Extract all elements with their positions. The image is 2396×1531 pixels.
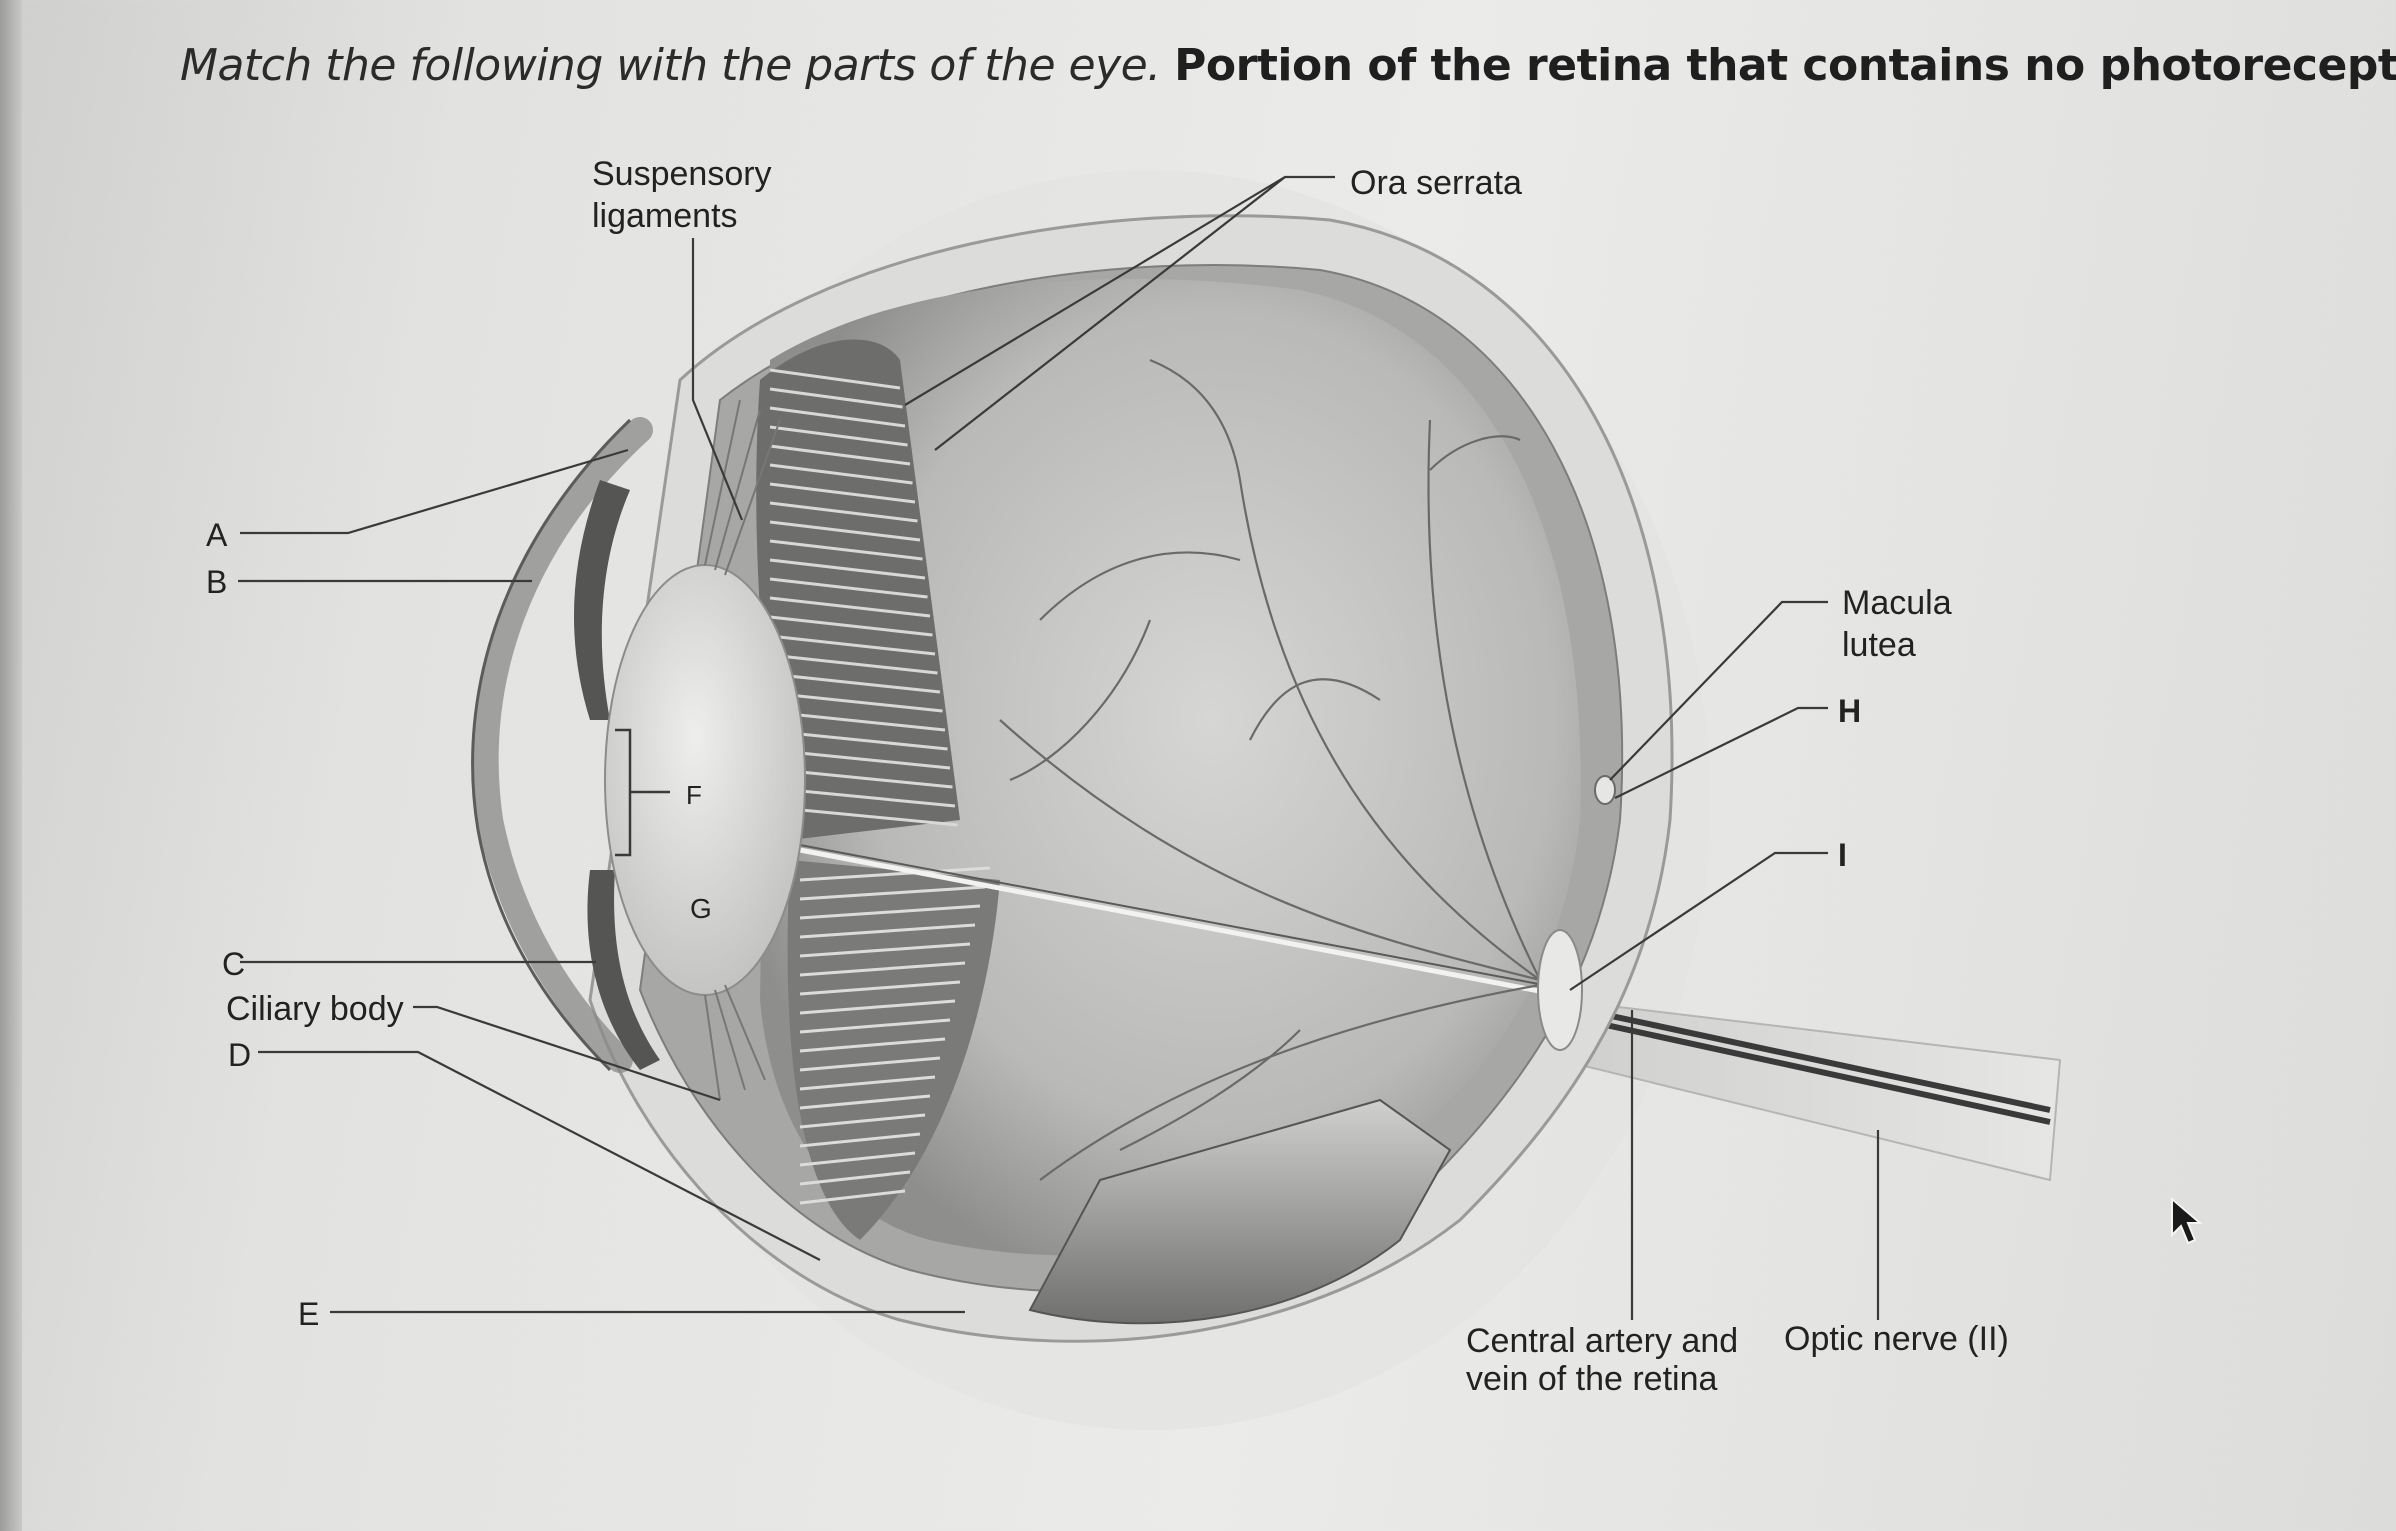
iris-upper bbox=[573, 480, 630, 720]
ciliary-stripe bbox=[799, 1132, 921, 1148]
ciliary-stripe bbox=[799, 866, 991, 882]
ciliary-stripe bbox=[769, 444, 911, 466]
monitor-bezel bbox=[0, 0, 22, 1531]
ciliary-stripe bbox=[769, 501, 918, 523]
ciliary-stripe bbox=[799, 904, 981, 920]
ciliary-stripe bbox=[769, 691, 943, 713]
ciliary-stripe bbox=[769, 425, 908, 447]
label-central-artery-1: Central artery and bbox=[1466, 1322, 1738, 1360]
label-d: D bbox=[228, 1037, 251, 1073]
macula-spot bbox=[1594, 775, 1616, 805]
ciliary-stripe bbox=[769, 672, 941, 694]
label-h: H bbox=[1838, 693, 1861, 729]
ciliary-stripe bbox=[769, 368, 901, 390]
ciliary-stripe bbox=[799, 999, 956, 1015]
ciliary-stripe bbox=[769, 596, 931, 618]
i-leader bbox=[1569, 851, 1828, 991]
label-optic-nerve: Optic nerve (II) bbox=[1784, 1320, 2009, 1358]
label-ciliary-body: Ciliary body bbox=[226, 990, 404, 1028]
label-i: I bbox=[1838, 837, 1847, 873]
label-suspensory-2: ligaments bbox=[592, 197, 738, 235]
macula-leader bbox=[1609, 600, 1828, 781]
label-c: C bbox=[222, 946, 245, 982]
ciliary-stripe bbox=[799, 1018, 951, 1034]
a-leader bbox=[240, 448, 629, 535]
label-b: B bbox=[206, 564, 227, 600]
visual-axis-line bbox=[799, 847, 1561, 998]
ciliary-stripe bbox=[799, 961, 966, 977]
ciliary-stripe bbox=[769, 615, 933, 637]
ciliary-stripe bbox=[799, 1075, 936, 1091]
ciliary-stripe bbox=[799, 1094, 931, 1110]
ciliary-processes-lower bbox=[787, 860, 1000, 1240]
ciliary-stripe bbox=[769, 387, 903, 409]
ciliary-stripe bbox=[799, 1113, 926, 1129]
ciliary-stripe bbox=[799, 923, 976, 939]
ciliary-body-leader bbox=[413, 1005, 721, 1102]
pupil-bracket bbox=[615, 728, 670, 857]
ciliary-stripe bbox=[799, 1056, 941, 1072]
ciliary-stripe bbox=[799, 1151, 916, 1167]
cornea bbox=[472, 417, 653, 1073]
ciliary-stripe bbox=[769, 577, 928, 599]
optic-disc bbox=[1537, 929, 1583, 1051]
d-leader bbox=[258, 1050, 821, 1261]
label-ora-serrata: Ora serrata bbox=[1350, 164, 1522, 202]
question-text: Match the following with the parts of th… bbox=[180, 40, 2396, 91]
label-suspensory-1: Suspensory bbox=[592, 155, 772, 193]
label-macula-1: Macula bbox=[1842, 584, 1952, 622]
ciliary-stripe bbox=[769, 653, 938, 675]
retinal-vessels bbox=[999, 358, 1541, 1181]
optic-nerve-vessels bbox=[1559, 1002, 2051, 1125]
ciliary-stripe bbox=[769, 634, 936, 656]
cutaway-section bbox=[1028, 1098, 1452, 1325]
suspensory-leader bbox=[691, 238, 744, 521]
question-intro: Match the following with the parts of th… bbox=[180, 40, 1161, 91]
ciliary-stripe bbox=[769, 463, 913, 485]
label-a: A bbox=[206, 517, 228, 553]
ciliary-stripe bbox=[799, 942, 971, 958]
ciliary-stripe bbox=[799, 1037, 946, 1053]
label-f: F bbox=[686, 780, 702, 810]
ciliary-stripe bbox=[799, 980, 961, 996]
ciliary-stripe bbox=[799, 1170, 911, 1186]
ciliary-stripe bbox=[769, 520, 921, 542]
ciliary-stripe bbox=[769, 539, 923, 561]
h-leader bbox=[1614, 706, 1828, 799]
label-e: E bbox=[298, 1296, 319, 1332]
suspensory-ligament-fibers bbox=[704, 399, 781, 1101]
question-prompt: Portion of the retina that contains no p… bbox=[1174, 40, 2396, 91]
label-macula-2: lutea bbox=[1842, 626, 1916, 664]
mouse-cursor-icon bbox=[2171, 1196, 2203, 1245]
leader-lines bbox=[238, 175, 1880, 1320]
ciliary-stripe bbox=[799, 885, 986, 901]
ciliary-stripe bbox=[799, 1189, 906, 1205]
cornea-outline bbox=[471, 418, 632, 1072]
label-g: G bbox=[690, 893, 712, 924]
lens bbox=[604, 564, 806, 996]
ora-serrata-leader bbox=[904, 175, 1335, 451]
ciliary-stripe bbox=[769, 482, 916, 504]
iris-lower bbox=[587, 870, 660, 1070]
visual-axis-line-dark bbox=[799, 844, 1561, 989]
ciliary-stripe bbox=[769, 406, 906, 428]
ciliary-stripe bbox=[769, 558, 926, 580]
label-central-artery-2: vein of the retina bbox=[1466, 1360, 1717, 1398]
